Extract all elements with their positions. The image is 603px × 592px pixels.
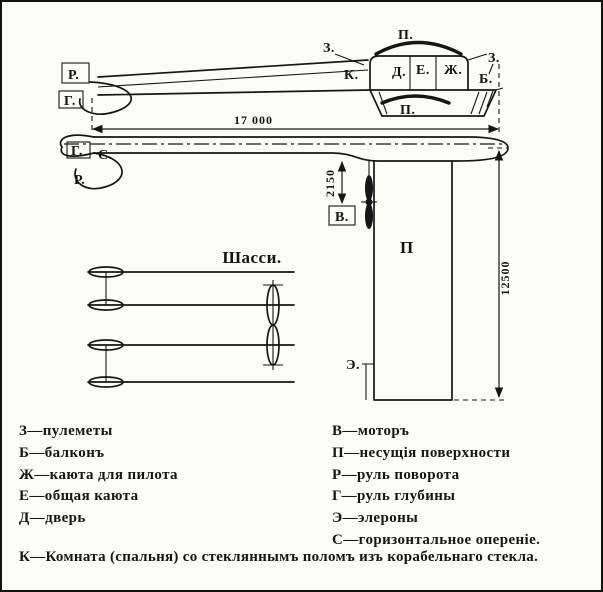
legend-item-r: Р—руль поворота bbox=[332, 466, 460, 483]
elevator-label-box bbox=[58, 90, 84, 109]
z-right-leader bbox=[467, 53, 494, 75]
lower-plane-hatching bbox=[378, 90, 494, 115]
dim-engine-value: 2150 bbox=[323, 169, 337, 197]
label-v-motor: В. bbox=[335, 210, 349, 225]
dim-span-extensions bbox=[454, 147, 507, 401]
legend-item-v: В—моторъ bbox=[332, 423, 410, 439]
legend-item-s: С—горизонтальное опереніе. bbox=[332, 531, 541, 548]
legend-right-column: В—моторъ П—несущія поверхности Р—руль по… bbox=[332, 421, 540, 552]
label-s-plan: С. bbox=[98, 148, 113, 163]
propeller-blade-lower bbox=[365, 203, 373, 229]
dim-span-value: 12500 bbox=[498, 261, 512, 296]
label-p-wing: П bbox=[400, 238, 414, 257]
legend-item-g: Г—руль глубины bbox=[332, 488, 456, 505]
wing-plan-outline bbox=[373, 160, 453, 401]
aircraft-diagram: П. К. Д. Е. Ж. П. З. З. Б. bbox=[58, 28, 512, 401]
right-struts bbox=[263, 280, 283, 370]
cabin-outline bbox=[369, 55, 469, 91]
label-g-plan: Г. bbox=[71, 144, 83, 159]
label-z-left: З. bbox=[323, 41, 335, 56]
legend-item-b: Б—балконъ bbox=[19, 444, 105, 461]
legend-item-ae: Э—элероны bbox=[332, 510, 419, 527]
fuselage-bottom-line bbox=[97, 89, 371, 96]
fuselage-plan-top bbox=[93, 136, 509, 149]
label-r-side: Р. bbox=[68, 68, 79, 83]
legend-item-d: Д—дверь bbox=[19, 510, 86, 527]
tail-stabilizer-plan bbox=[59, 134, 95, 157]
legend-item-p: П—несущія поверхности bbox=[332, 444, 511, 461]
fuselage-plan-bottom bbox=[93, 147, 509, 162]
rudder-label-box bbox=[61, 62, 90, 84]
legend-left-column: З—пулеметы Б—балконъ Ж—каюта для пилота … bbox=[19, 421, 178, 530]
chassis-rails bbox=[87, 271, 295, 383]
elevator-plan-label-box bbox=[66, 141, 91, 159]
label-r-plan: Р. bbox=[74, 173, 85, 188]
lower-wing-arc bbox=[380, 94, 451, 105]
legend-item-z: З—пулеметы bbox=[19, 423, 113, 439]
fuselage-top-line bbox=[97, 59, 369, 78]
legend-item-zh: Ж—каюта для пилота bbox=[19, 466, 178, 483]
propeller-blade-upper bbox=[365, 175, 373, 201]
label-p-top: П. bbox=[398, 28, 413, 43]
label-d: Д. bbox=[392, 65, 406, 80]
upper-wing-arc bbox=[374, 40, 463, 56]
z-left-leader bbox=[334, 53, 365, 66]
motor-label-box bbox=[328, 205, 356, 226]
plan-view: Г. С. Р. П Э. В. 2150 12500 bbox=[59, 134, 512, 401]
label-b: Б. bbox=[479, 72, 493, 87]
legend-item-e: Е—общая каюта bbox=[19, 488, 139, 505]
label-p-lower: П. bbox=[400, 103, 415, 118]
tail-fin-plan bbox=[74, 152, 123, 190]
cabin-dividers bbox=[409, 56, 437, 90]
label-g-side: Г. bbox=[64, 94, 76, 109]
chassis-title: Шасси. bbox=[222, 248, 281, 267]
label-e: Е. bbox=[416, 63, 430, 78]
legend-footnote-k: К—Комната (спальня) со стекляннымъ полом… bbox=[19, 549, 539, 565]
label-e-aileron: Э. bbox=[346, 358, 360, 373]
label-z-right: З. bbox=[488, 51, 500, 66]
dim-length-value: 17 000 bbox=[234, 113, 273, 127]
label-zh: Ж. bbox=[444, 63, 462, 78]
chassis-view: Шасси. bbox=[87, 248, 295, 388]
lower-plane-outline bbox=[368, 89, 498, 117]
fuselage-mid-line bbox=[97, 69, 369, 88]
side-view: П. К. Д. Е. Ж. П. З. З. Б. bbox=[58, 28, 504, 134]
aileron-mark bbox=[362, 363, 374, 400]
nose-tip-line bbox=[495, 87, 504, 91]
